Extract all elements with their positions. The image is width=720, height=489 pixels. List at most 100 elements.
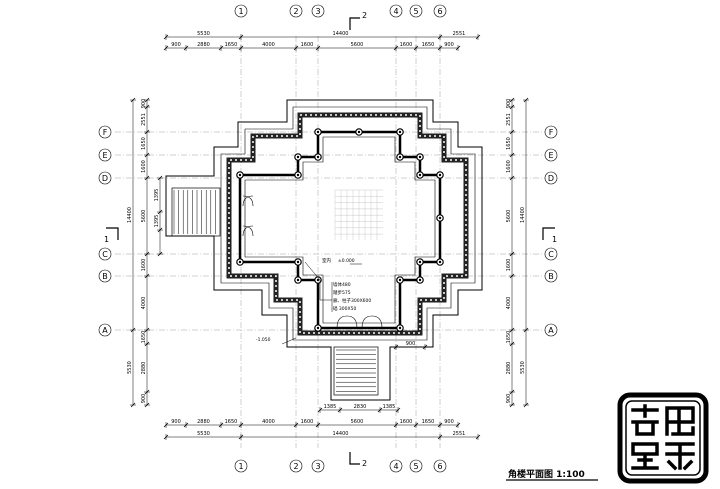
axis-label-2: 2 — [293, 462, 298, 471]
column-core — [418, 173, 422, 177]
dimension-label: 900 — [171, 42, 181, 48]
axis-bubble-5 — [409, 4, 423, 18]
axis-bubble-C — [98, 247, 112, 261]
axis-label-B: B — [548, 272, 554, 281]
dimension-label: 5600 — [506, 210, 512, 223]
column-core — [296, 260, 300, 264]
axis-bubble-3 — [311, 459, 325, 473]
axis-bubble-B — [98, 269, 112, 283]
column-core — [238, 260, 242, 264]
section-mark-left — [106, 227, 119, 240]
dimension-lines: 5530 14400 2551 900 2880 1650 4000 1600 5600 1600… — [127, 31, 529, 440]
axis-bubble-4 — [389, 459, 403, 473]
axis-label-F: F — [103, 128, 108, 137]
axis-bubble-D — [544, 171, 558, 185]
section-number-top: 2 — [362, 11, 367, 20]
axis-bubble-B — [544, 269, 558, 283]
dimension-label: 14400 — [127, 207, 133, 223]
dimension-label: 900 — [506, 99, 512, 109]
column-core — [398, 278, 402, 282]
dimension-label: 1600 — [506, 259, 512, 272]
axis-bubble-A — [544, 323, 558, 337]
dimension-label: 1600 — [301, 42, 314, 48]
ceiling-pattern — [334, 189, 383, 240]
axis-label-C: C — [102, 250, 108, 259]
dimension-label: 900 — [171, 419, 181, 425]
section-number-left: 1 — [104, 235, 109, 244]
column-core — [418, 260, 422, 264]
stair-treads — [173, 190, 376, 392]
axis-bubble-F — [98, 125, 112, 139]
dimension-label: 1600 — [400, 419, 413, 425]
column-core — [357, 130, 361, 134]
dimension-label: 4000 — [506, 297, 512, 310]
axis-label-3: 3 — [315, 462, 320, 471]
dimension-label: 1600 — [141, 160, 147, 173]
column-core — [418, 155, 422, 159]
column-core — [438, 173, 442, 177]
dimension-label: 1600 — [301, 419, 314, 425]
axis-bubble-A — [98, 323, 112, 337]
section-number-bottom: 2 — [362, 459, 367, 468]
dimension-label: 1650 — [225, 42, 238, 48]
section-number-right: 1 — [552, 235, 557, 244]
floor-label: 室内 — [322, 257, 331, 264]
column-core — [316, 326, 320, 330]
column-core — [316, 155, 320, 159]
axis-label-E: E — [548, 151, 553, 160]
axis-label-6: 6 — [437, 462, 442, 471]
dimension-label: 1650 — [141, 137, 147, 150]
dimension-label: 1650 — [141, 331, 147, 344]
dimension-label: 1650 — [506, 137, 512, 150]
axis-label-C: C — [548, 250, 554, 259]
drawing-title: 角楼平面图 1:100 — [508, 468, 585, 480]
axis-label-A: A — [548, 326, 554, 335]
column-core — [316, 278, 320, 282]
dimension-label: 2551 — [453, 431, 466, 437]
dimension-label: 4000 — [262, 42, 275, 48]
column-core — [398, 130, 402, 134]
dimension-label: 5600 — [141, 210, 147, 223]
dimension-label: 5530 — [520, 361, 526, 374]
dimension-label: 2880 — [197, 42, 210, 48]
dimension-label: 1395 — [154, 215, 160, 228]
dimension-label: 1395 — [154, 189, 160, 202]
dimension-label: 1600 — [400, 42, 413, 48]
designer-seal — [617, 392, 709, 484]
dimension-label: 1600 — [506, 160, 512, 173]
axis-label-4: 4 — [393, 462, 398, 471]
dimension-label: 14400 — [520, 207, 526, 223]
dimension-label: 4000 — [141, 297, 147, 310]
section-mark-top — [349, 17, 360, 30]
building-outline — [165, 99, 483, 401]
dimension-label: 1650 — [225, 419, 238, 425]
section-mark-bottom — [349, 452, 360, 465]
dimension-label: 2830 — [354, 404, 367, 410]
column-core — [316, 130, 320, 134]
axis-label-1: 1 — [238, 462, 243, 471]
leader-note-3: 廊、柱子300X600 — [333, 297, 371, 304]
axis-bubble-2 — [289, 4, 303, 18]
dimension-label: 1385 — [383, 404, 396, 410]
dimension-label: 2880 — [197, 419, 210, 425]
dimension-label: 900 — [406, 341, 416, 347]
axis-label-5: 5 — [413, 462, 418, 471]
axis-bubble-D — [98, 171, 112, 185]
axis-label-1: 1 — [238, 7, 243, 16]
axis-label-F: F — [549, 128, 554, 137]
dimension-label: 900 — [506, 394, 512, 404]
dimension-label: 2551 — [453, 31, 466, 37]
dimension-label: 14400 — [333, 431, 349, 437]
dimension-label: 1385 — [324, 404, 337, 410]
dimension-label: 900 — [444, 42, 454, 48]
dimension-label: 1650 — [506, 331, 512, 344]
leader-note-1: 墙体480 — [333, 281, 351, 288]
axis-bubble-2 — [289, 459, 303, 473]
dimension-label: 2551 — [141, 113, 147, 126]
dimension-label: 5600 — [351, 42, 364, 48]
axis-bubble-E — [544, 148, 558, 162]
dimension-label: 2551 — [506, 113, 512, 126]
dimension-label: 900 — [444, 419, 454, 425]
